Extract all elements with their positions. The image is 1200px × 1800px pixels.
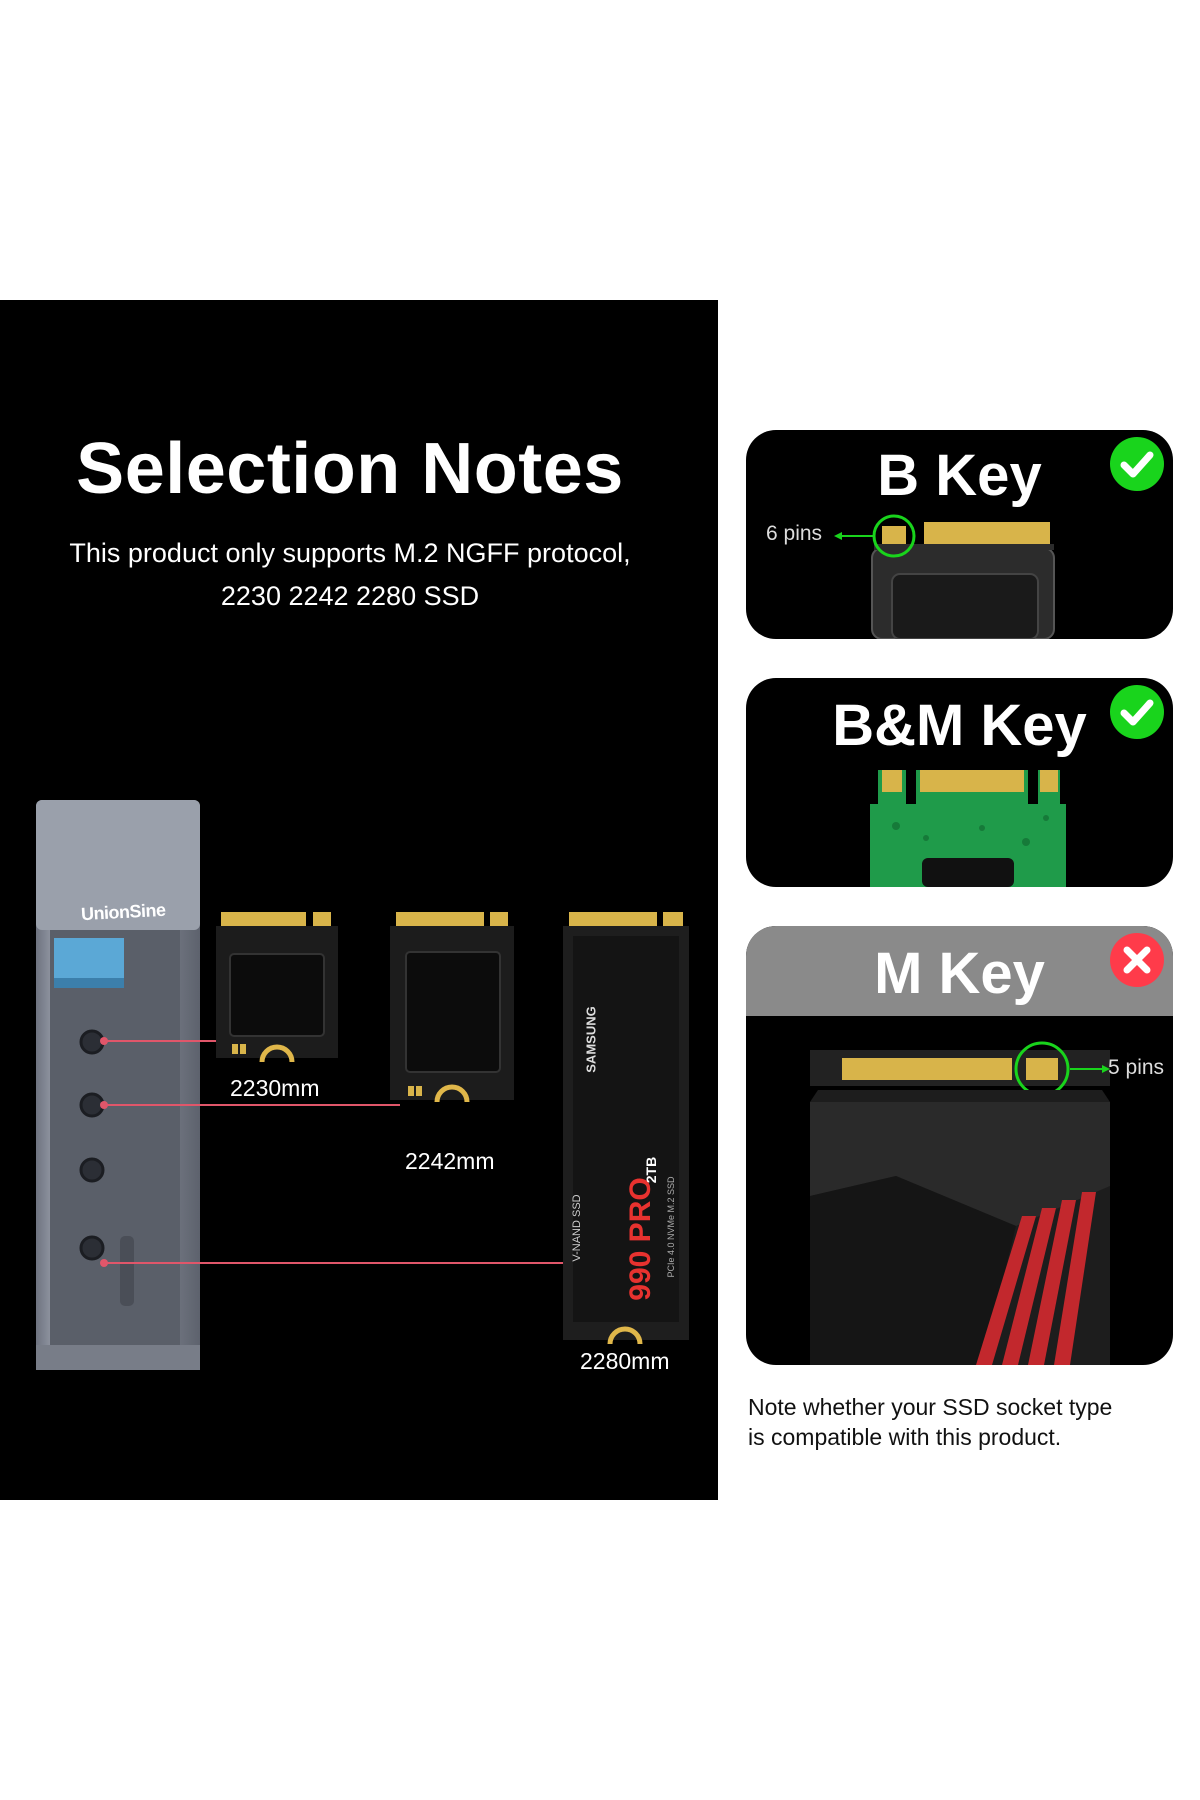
ssd-brand: SAMSUNG: [583, 1006, 599, 1073]
ssd-enclosure-image: [36, 800, 200, 1370]
subtitle-line-1: This product only supports M.2 NGFF prot…: [69, 538, 631, 568]
compatibility-note: Note whether your SSD socket type is com…: [748, 1392, 1168, 1452]
ssd-2230-label: 2230mm: [230, 1075, 320, 1101]
subtitle: This product only supports M.2 NGFF prot…: [0, 532, 700, 618]
ssd-2280-image: [563, 912, 689, 1344]
b-key-pins-label: 6 pins: [766, 522, 823, 545]
cross-icon: [1110, 933, 1164, 987]
check-icon: [1110, 437, 1164, 491]
bm-key-title: B&M Key: [832, 693, 1087, 758]
note-line-1: Note whether your SSD socket type: [748, 1394, 1113, 1420]
m-key-card: M Key 5 pins: [746, 926, 1173, 1365]
ssd-2230-image: [216, 912, 338, 1062]
m-key-pins-label: 5 pins: [1108, 1056, 1165, 1079]
ssd-capacity: 2TB: [643, 1156, 659, 1184]
ssd-2280-label: 2280mm: [580, 1348, 670, 1374]
left-panel: Selection Notes This product only suppor…: [0, 300, 718, 1500]
ssd-spec: PCIe 4.0 NVMe M.2 SSD: [666, 1176, 676, 1278]
b-key-card: B Key 6 pins: [746, 430, 1173, 639]
ssd-2280: SAMSUNG 990 PRO V-NAND SSD PCIe 4.0 NVMe…: [563, 912, 689, 1344]
page-title: Selection Notes: [76, 429, 624, 509]
m-key-illustration: [810, 1041, 1110, 1365]
ssd-2242-image: [390, 912, 514, 1102]
guide-lines: [100, 1037, 575, 1267]
subtitle-line-2: 2230 2242 2280 SSD: [220, 581, 480, 611]
bm-key-illustration: [870, 770, 1066, 887]
m-key-title: M Key: [874, 941, 1045, 1006]
b-key-illustration: [834, 514, 1055, 639]
b-key-title: B Key: [877, 443, 1042, 508]
note-line-2: is compatible with this product.: [748, 1424, 1062, 1450]
check-icon: [1110, 685, 1164, 739]
ssd-2242-label: 2242mm: [405, 1148, 495, 1174]
bm-key-card: B&M Key: [746, 678, 1173, 887]
ssd-series: V-NAND SSD: [571, 1194, 583, 1262]
